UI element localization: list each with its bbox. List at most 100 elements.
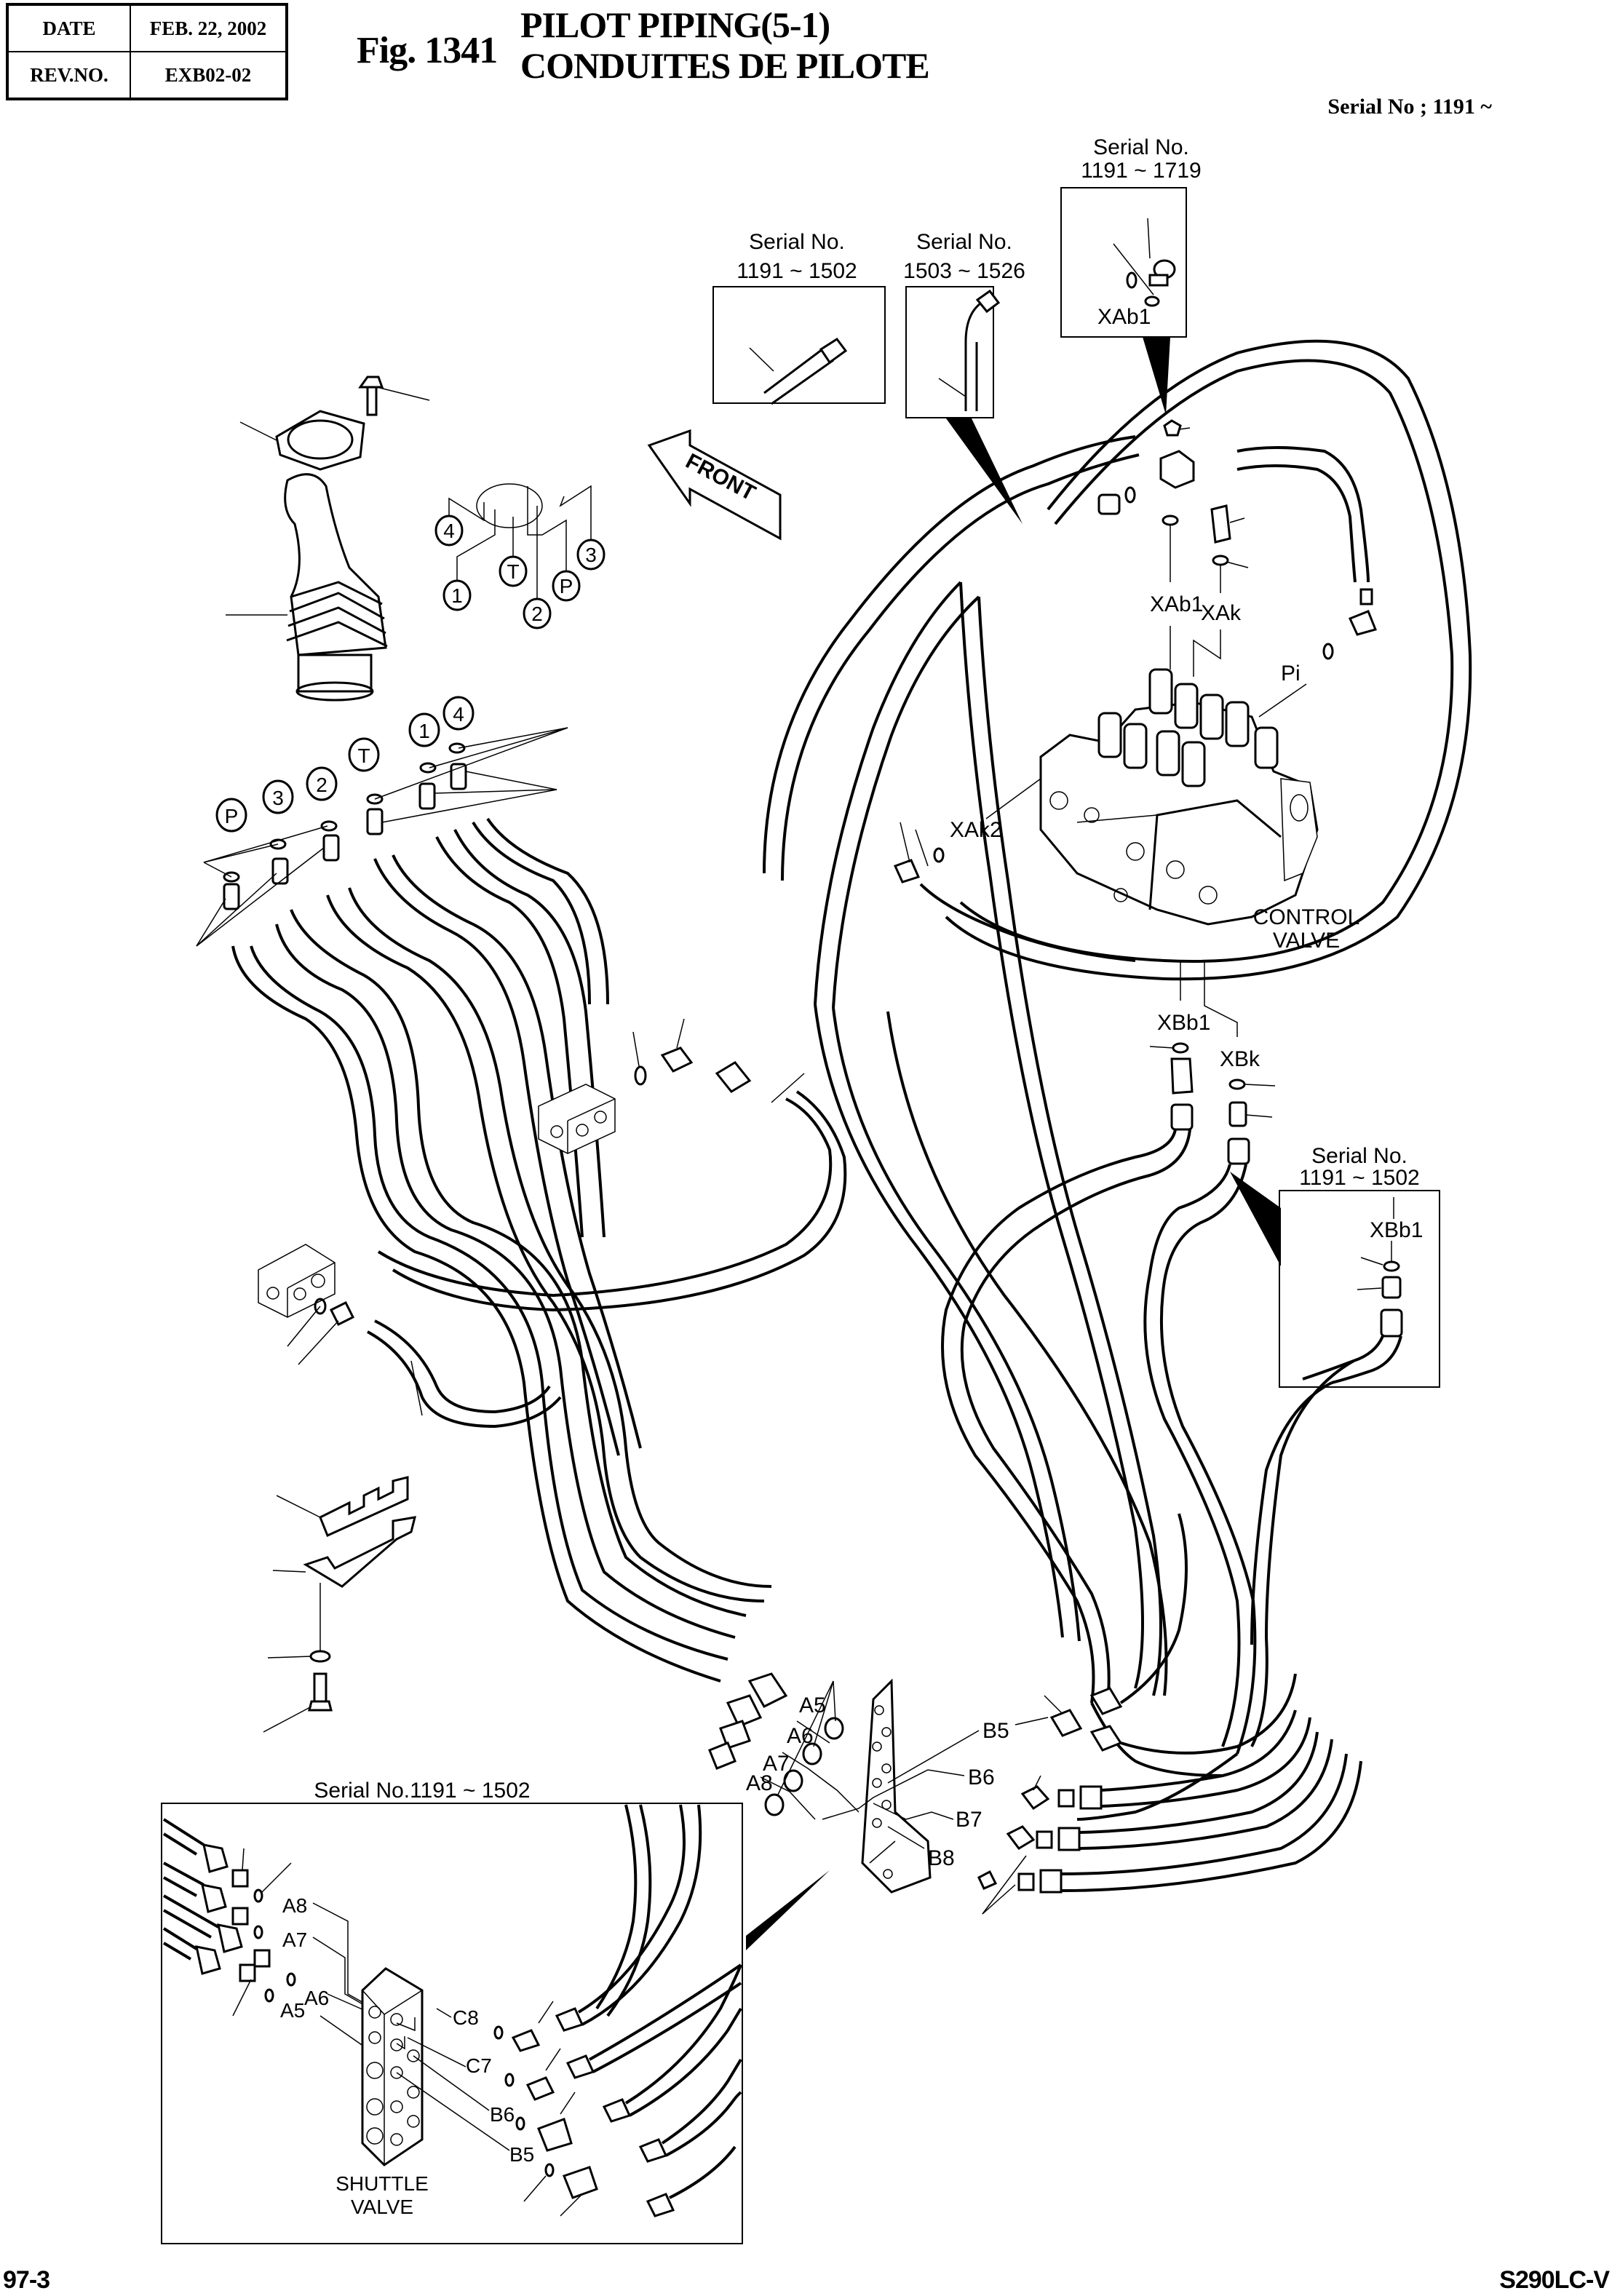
port-label-a7: A7	[282, 1928, 307, 1951]
o-ring-icon	[544, 2163, 555, 2177]
inset-xab1-1191-1719: Serial No. 1191 ~ 1719 XAb1	[1060, 135, 1202, 338]
o-ring-icon	[264, 1988, 274, 2003]
spool-cap-icon	[1174, 683, 1199, 729]
adapter-icon	[322, 834, 340, 862]
hose-end-icon	[719, 1720, 751, 1749]
junction-block	[538, 1018, 805, 1154]
inset-frame	[905, 286, 994, 418]
shuttle-valve-label: VALVE	[351, 2196, 413, 2218]
hose-end-icon	[747, 1672, 788, 1708]
hose-end-icon	[201, 1883, 227, 1913]
tee-fitting-icon	[537, 2118, 573, 2152]
rev-label: REV.NO.	[7, 51, 131, 100]
inset-caption: 1503 ~ 1526	[903, 259, 1025, 283]
hose-fitting-icon	[715, 1061, 752, 1093]
hose-end-icon	[202, 1843, 229, 1873]
port-circle: P	[552, 570, 581, 602]
port-label-xbb1: XBb1	[1157, 1011, 1210, 1035]
valve-top-fittings: XAb1 XAk Pi	[1097, 419, 1378, 718]
port-label-a8: A8	[282, 1894, 307, 1917]
joystick-assembly	[226, 376, 430, 702]
o-ring-icon	[1228, 1079, 1246, 1090]
port-circle: 4	[434, 515, 464, 547]
inset-frame	[712, 286, 886, 404]
inset-caption: Serial No.1191 ~ 1502	[314, 1779, 530, 1803]
xak2-fitting: XAk2	[893, 778, 1136, 962]
inset-caption: Serial No.	[1311, 1144, 1407, 1168]
svg-text:4: 4	[443, 520, 455, 542]
front-direction-arrow: FRONT	[647, 429, 782, 541]
tee-block-icon	[1159, 450, 1195, 489]
nut-icon	[824, 1717, 844, 1740]
o-ring-icon	[933, 847, 945, 863]
svg-text:T: T	[507, 560, 519, 583]
adapter-icon	[239, 1963, 256, 1982]
port-label-a5: A5	[799, 1693, 826, 1717]
o-ring-icon	[1383, 1260, 1400, 1272]
tee-fitting-icon	[1049, 1709, 1083, 1737]
o-ring-icon	[1322, 643, 1334, 660]
title-english: PILOT PIPING(5-1)	[520, 4, 830, 45]
clamp-cushion-icon	[319, 1476, 409, 1538]
port-label-b6: B6	[968, 1765, 995, 1789]
adapter-icon	[418, 782, 436, 810]
o-ring-icon	[253, 1925, 263, 1939]
rev-value: EXB02-02	[130, 51, 287, 100]
o-ring-icon	[320, 820, 338, 832]
adapter-icon	[253, 1949, 271, 1968]
port-circle: T	[348, 737, 380, 772]
adapter-icon	[231, 1869, 249, 1888]
hose-nut-icon	[1170, 1103, 1194, 1131]
inset-xbb1-1191-1502: Serial No. 1191 ~ 1502 XBb1	[1279, 1144, 1440, 1388]
port-label-xab1: XAb1	[1150, 592, 1203, 616]
elbow-fitting-icon	[1006, 1825, 1036, 1850]
svg-text:1: 1	[451, 584, 463, 607]
inset-frame	[1060, 187, 1187, 338]
date-value: FEB. 22, 2002	[130, 4, 287, 52]
page-number: 97-3	[3, 2266, 50, 2294]
port-label-b8: B8	[928, 1846, 955, 1870]
hose-nut-icon	[1057, 1827, 1081, 1851]
adapter-icon	[329, 1300, 355, 1327]
adapter-icon	[271, 857, 289, 885]
svg-text:1: 1	[418, 720, 430, 742]
spool-cap-icon	[1199, 694, 1224, 740]
spool-cap-icon	[1148, 668, 1173, 715]
hose-end-icon	[1089, 1687, 1123, 1715]
adapter-icon	[231, 1907, 249, 1926]
hose-clamp-assembly	[263, 1476, 417, 1733]
main-pilot-hoses	[814, 581, 1354, 1821]
pointer-wedge	[1230, 1172, 1281, 1266]
port-label-b5: B5	[509, 2143, 534, 2166]
adapter-icon	[1057, 1789, 1075, 1808]
spool-cap-icon	[1156, 730, 1180, 776]
figure-number: Fig. 1341	[357, 30, 498, 71]
nut-icon	[764, 1793, 785, 1816]
inset-caption: 1191 ~ 1502	[1299, 1166, 1419, 1190]
inset-caption: Serial No.	[916, 230, 1012, 254]
o-ring-icon	[419, 762, 437, 774]
inset-shuttle-valve-1191-1502: Serial No.1191 ~ 1502 A8 A7 A6 A5	[161, 1779, 743, 2244]
port-label-b7: B7	[956, 1808, 982, 1832]
o-ring-icon	[448, 742, 466, 754]
clamp-bracket-icon	[303, 1516, 417, 1588]
fitting-port-row: P 3 2 T 1 4	[196, 696, 568, 947]
bolt-icon	[313, 1672, 327, 1703]
svg-text:3: 3	[585, 544, 597, 566]
o-ring-icon	[1162, 515, 1179, 526]
adapter-icon	[450, 763, 467, 790]
elbow-fitting-icon	[1348, 610, 1378, 636]
hose-end-icon	[726, 1694, 763, 1728]
hose-end-icon	[708, 1741, 736, 1770]
joystick-port-schematic: 4 1 T 2 P 3	[434, 483, 606, 629]
inset-caption: Serial No.	[749, 230, 845, 254]
adapter-icon	[1359, 588, 1373, 605]
port-label-a6: A6	[787, 1724, 814, 1748]
hose-end-icon	[217, 1923, 243, 1953]
o-ring-icon	[515, 2116, 525, 2131]
nut-icon	[802, 1742, 822, 1765]
spool-cap-icon	[1254, 726, 1279, 769]
o-ring-icon	[493, 2025, 504, 2040]
port-label-xbb1: XBb1	[1370, 1218, 1423, 1242]
